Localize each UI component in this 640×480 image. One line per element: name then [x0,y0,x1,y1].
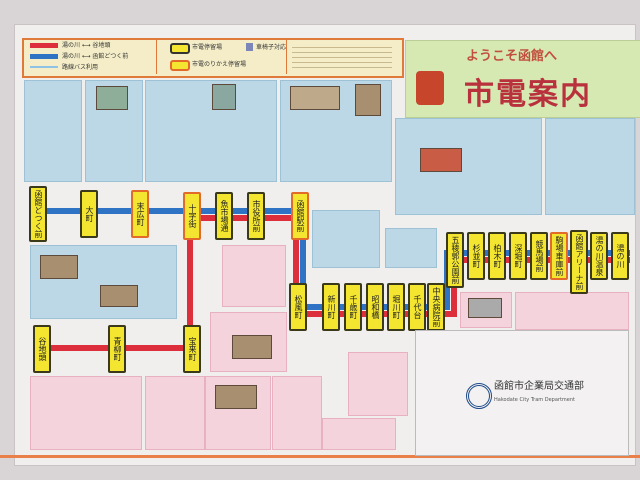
station-aoyagicho[interactable]: 青柳町 [108,325,126,373]
blue-line [300,208,306,310]
building-picture [232,335,272,359]
red-line [190,215,300,221]
legend: 湯の川 ⟷ 谷地頭 湯の川 ⟷ 函館どつく前 路線バス利用 市電停留場 市電のり… [22,38,404,78]
station-omachi[interactable]: 大町 [80,190,98,238]
building-picture [468,298,502,318]
sightseeing-panel [385,228,437,268]
station-goryokaku-koen-mae[interactable]: 五稜郭公園前 [446,232,464,288]
sightseeing-panel [222,245,286,307]
legend-divider [156,40,157,74]
sightseeing-panel [145,80,277,182]
building-picture [40,255,78,279]
legend-divider [286,40,287,74]
building-picture [420,148,462,172]
operator-logo-icon [466,383,492,409]
sightseeing-panel [395,118,542,215]
station-suginamicho[interactable]: 杉並町 [467,232,485,280]
station-shinkawacho[interactable]: 新川町 [322,283,340,331]
station-matsukazecho[interactable]: 松風町 [289,283,307,331]
legend-stop-label: 市電停留場 [192,44,223,51]
station-hakodate-ekimae[interactable]: 函館駅前 [291,192,309,240]
station-horikawacho[interactable]: 堀川町 [387,283,405,331]
station-yachigashira[interactable]: 谷地頭 [33,325,51,373]
sightseeing-panel [145,376,205,450]
building-picture [215,385,257,409]
red-line [187,218,193,350]
station-yunokawa[interactable]: 湯の川 [611,232,629,280]
tower-picture [355,84,381,116]
station-kashiwagicho[interactable]: 柏木町 [488,232,506,280]
building-picture [290,86,340,110]
tram-illustration [416,71,444,105]
station-horaicho[interactable]: 宝来町 [183,325,201,373]
station-suehirocho[interactable]: 末広町 [131,190,149,238]
building-picture [100,285,138,307]
station-arena-mae[interactable]: 函館アリーナ前 [570,230,588,294]
legend-blue-swatch [30,54,58,59]
page-title: 市電案内 [464,77,592,112]
sightseeing-panel [24,80,82,182]
bottom-stripe [0,455,640,458]
stop-swatch [170,43,190,54]
sightseeing-panel [30,376,142,450]
operator-box: 函館市企業局交通部 Hakodate City Tram Department [415,330,629,456]
church-picture [212,84,236,110]
station-fukaboricho[interactable]: 深堀町 [509,232,527,280]
station-chitosecho[interactable]: 千歳町 [344,283,362,331]
legend-red-swatch [30,43,58,48]
legend-bus-label: 路線バス利用 [62,64,99,71]
station-dock-mae[interactable]: 函館どつく前 [29,186,47,242]
station-chiyogadai[interactable]: 千代台 [408,283,426,331]
operator-name-en: Hakodate City Tram Department [494,397,576,403]
station-showabashi[interactable]: 昭和橋 [366,283,384,331]
sightseeing-panel [322,418,396,450]
operator-name-jp: 函館市企業局交通部 [494,381,584,392]
welcome-text: ようこそ函館へ [466,49,558,64]
station-shiyakusho-mae[interactable]: 市役所前 [247,192,265,240]
legend-wheelchair-label: 車椅子対応 [256,44,287,51]
station-keibajo-mae[interactable]: 競馬場前 [530,232,548,280]
station-komaba-shako-mae[interactable]: 駒場車庫前 [550,232,568,280]
legend-red-label: 湯の川 ⟷ 谷地頭 [62,42,111,49]
station-chuo-byoin-mae[interactable]: 中央病院前 [427,283,445,331]
legend-transfer-label: 市電のりかえ停留場 [192,61,247,68]
wheelchair-icon [246,43,253,51]
station-jujigai[interactable]: 十字街 [183,192,201,240]
fare-table [292,43,392,71]
sightseeing-panel [348,352,408,416]
station-uoichiba-dori[interactable]: 魚市場通 [215,192,233,240]
transfer-swatch [170,60,190,71]
legend-blue-label: 湯の川 ⟷ 函館どつく前 [62,53,129,60]
sightseeing-panel [515,292,629,330]
building-picture [96,86,128,110]
title-panel: ようこそ函館へ 市電案内 [405,40,640,118]
sightseeing-panel [545,118,635,215]
station-yunokawa-onsen[interactable]: 湯の川温泉 [590,232,608,280]
blue-line [38,208,300,214]
legend-bus-swatch [30,66,58,68]
sightseeing-panel [272,376,322,450]
sightseeing-panel [312,210,380,268]
red-line [293,215,299,317]
